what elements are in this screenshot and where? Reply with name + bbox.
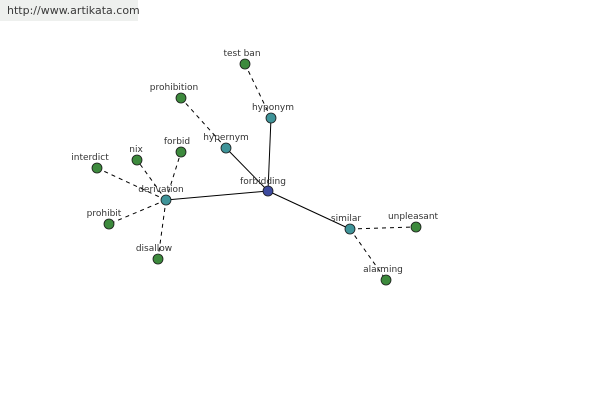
node-marker-hyponym[interactable] [265,112,277,124]
node-marker-unpleasant[interactable] [410,221,422,233]
node-marker-test-ban[interactable] [239,58,251,70]
node-marker-forbidding[interactable] [262,185,274,197]
node-test-ban[interactable]: test ban [223,49,261,70]
edge-hypernym-prohibition [180,97,227,149]
node-marker-prohibition[interactable] [175,92,187,104]
edge-forbidding-hypernym [225,147,269,192]
node-derivation[interactable]: derivation [138,185,184,206]
node-marker-interdict[interactable] [91,162,103,174]
node-label-forbidding[interactable]: forbidding [240,177,286,187]
node-unpleasant[interactable]: unpleasant [388,212,439,233]
node-label-derivation[interactable]: derivation [138,185,184,195]
edge-derivation-nix [136,159,167,201]
node-marker-prohibit[interactable] [103,218,115,230]
edge-derivation-disallow [157,199,167,260]
node-label-nix[interactable]: nix [129,145,143,155]
edge-forbidding-hyponym [267,117,272,192]
source-link[interactable]: http://www.artikata.com [0,0,140,21]
node-hyponym[interactable]: hyponym [252,103,294,124]
node-label-unpleasant[interactable]: unpleasant [388,212,439,222]
node-hypernym[interactable]: hypernym [203,133,249,154]
node-marker-similar[interactable] [344,223,356,235]
edge-similar-alarming [349,228,387,281]
node-forbid[interactable]: forbid [164,137,190,158]
node-interdict[interactable]: interdict [71,153,109,174]
node-disallow[interactable]: disallow [136,244,172,265]
edge-derivation-interdict [96,167,167,201]
node-label-disallow[interactable]: disallow [136,244,172,254]
node-label-hypernym[interactable]: hypernym [203,133,249,143]
edge-derivation-forbid [165,151,182,201]
edge-hyponym-test-ban [244,63,272,119]
node-marker-derivation[interactable] [160,194,172,206]
node-marker-alarming[interactable] [380,274,392,286]
node-marker-nix[interactable] [131,154,143,166]
node-prohibition[interactable]: prohibition [150,83,198,104]
edges-layer [96,63,417,281]
node-label-similar[interactable]: similar [331,214,361,224]
node-similar[interactable]: similar [331,214,361,235]
edge-forbidding-similar [267,190,351,230]
node-alarming[interactable]: alarming [363,265,403,286]
node-label-prohibition[interactable]: prohibition [150,83,198,93]
node-label-alarming[interactable]: alarming [363,265,403,275]
node-label-test-ban[interactable]: test ban [223,49,260,59]
node-prohibit[interactable]: prohibit [87,209,122,230]
node-nix[interactable]: nix [129,145,143,166]
edge-derivation-prohibit [108,199,167,225]
node-marker-disallow[interactable] [152,253,164,265]
node-label-hyponym[interactable]: hyponym [252,103,294,113]
node-label-interdict[interactable]: interdict [71,153,109,163]
edge-similar-unpleasant [349,226,417,230]
nodes-layer: forbidding hyponym hypernym derivation simil… [71,49,439,286]
edge-forbidding-derivation [165,190,269,201]
node-marker-hypernym[interactable] [220,142,232,154]
node-label-forbid[interactable]: forbid [164,137,190,147]
node-marker-forbid[interactable] [175,146,187,158]
node-label-prohibit[interactable]: prohibit [87,209,122,219]
node-forbidding[interactable]: forbidding [240,177,286,197]
